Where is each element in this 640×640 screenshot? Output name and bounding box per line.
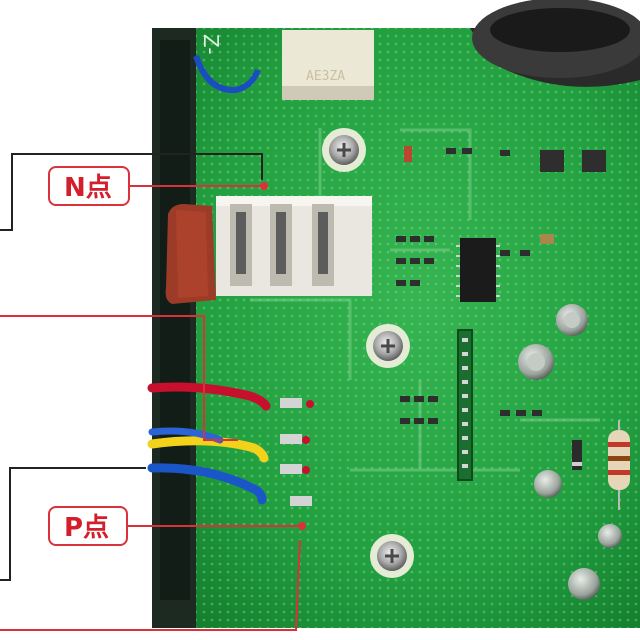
diode <box>572 440 582 470</box>
electrolytic-capacitor-large <box>470 0 640 87</box>
pin-header <box>457 329 473 481</box>
blue-wire <box>147 463 267 505</box>
relay-component: AE3ZA <box>282 30 374 100</box>
mounting-screw-top <box>322 128 366 172</box>
small-capacitor-2 <box>518 344 554 380</box>
black-bracket-lines <box>0 153 263 581</box>
bracket-top <box>0 153 263 231</box>
blue-wire-2 <box>148 427 224 444</box>
wire-bundle <box>147 382 271 505</box>
through-hole-resistor <box>608 420 630 510</box>
board-silkscreen-code: AE3ZA <box>306 69 345 84</box>
small-capacitor-3 <box>534 470 562 498</box>
white-connector-block <box>216 196 372 296</box>
terminal-pads <box>280 398 314 506</box>
film-capacitor <box>165 204 216 304</box>
mounting-screw-middle <box>366 324 410 368</box>
blue-wire-top <box>193 54 261 94</box>
yellow-wire <box>147 436 269 463</box>
small-capacitor-4 <box>568 568 600 600</box>
section-line-bottom <box>0 539 301 631</box>
n-point-marker <box>260 182 268 190</box>
callout-lines <box>0 182 306 631</box>
small-capacitor-5 <box>598 524 622 548</box>
red-wire <box>147 382 271 411</box>
ic-chip <box>456 238 500 302</box>
p-point-marker <box>298 522 306 530</box>
p-point-label: P点 <box>48 506 128 546</box>
n-point-label: N点 <box>48 166 130 206</box>
small-capacitor-1 <box>556 304 588 336</box>
bracket-bottom <box>0 467 146 581</box>
section-line-middle <box>0 315 238 441</box>
copper-traces <box>250 128 600 472</box>
smd-components <box>396 146 606 424</box>
mounting-screw-bottom <box>370 534 414 578</box>
connector-label: Z- <box>199 34 223 55</box>
